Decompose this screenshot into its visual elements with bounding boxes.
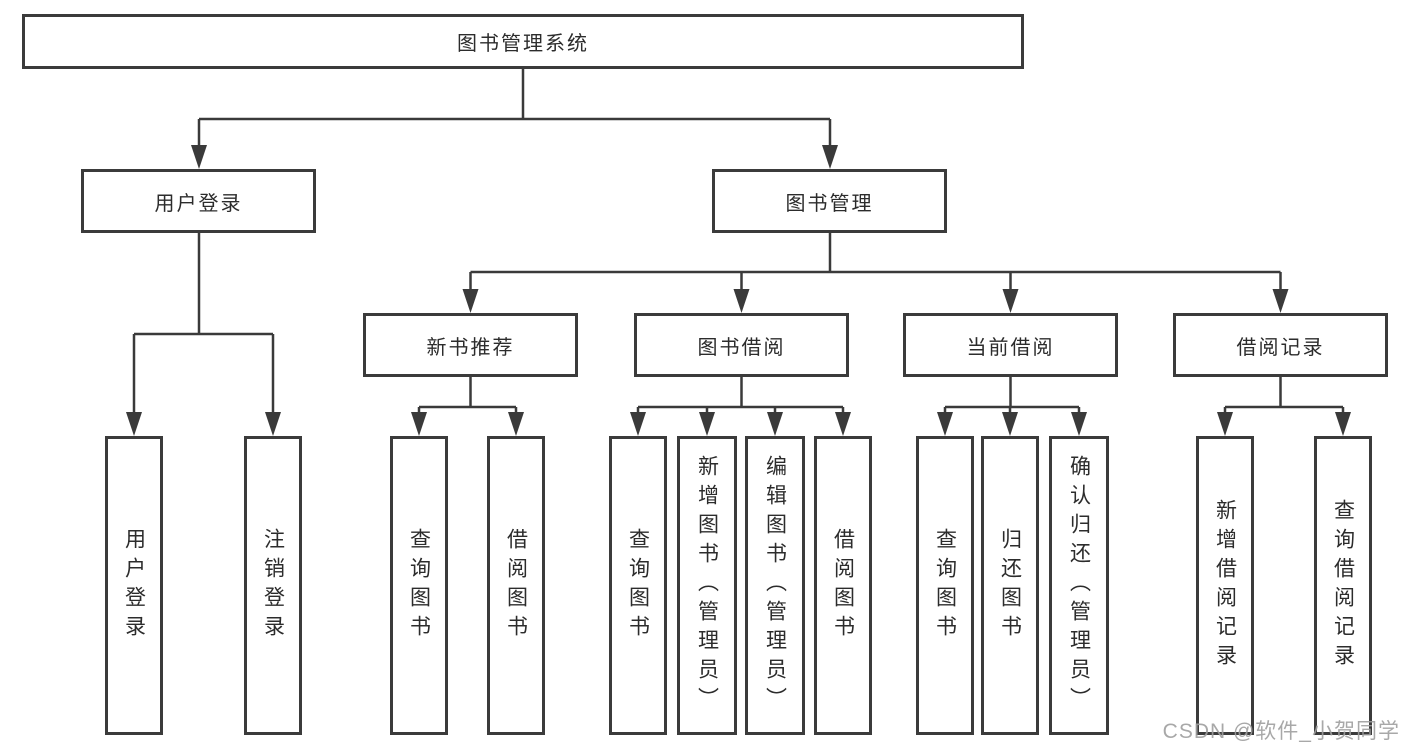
- connector-root-stem: [199, 69, 830, 121]
- leaf-add-borrow-record: 新增借阅记录: [1196, 436, 1254, 735]
- node-user-login: 用户登录: [81, 169, 316, 233]
- leaf-current-query-book-label: 查询图书: [933, 527, 957, 644]
- node-new-book-recommend: 新书推荐: [363, 313, 578, 377]
- node-root-system: 图书管理系统: [22, 14, 1024, 69]
- leaf-add-book-admin-label: 新增图书（管理员）: [695, 455, 719, 716]
- leaf-recommend-query-book: 查询图书: [390, 436, 448, 735]
- leaf-confirm-return-admin: 确认归还（管理员）: [1049, 436, 1109, 735]
- leaf-edit-book-admin: 编辑图书（管理员）: [745, 436, 805, 735]
- leaf-user-login: 用户登录: [105, 436, 163, 735]
- connector-new-book-branch: [419, 377, 516, 409]
- connector-current-borrow-branch: [945, 377, 1079, 409]
- leaf-user-login-label: 用户登录: [122, 527, 146, 644]
- leaf-logout-label: 注销登录: [261, 527, 285, 644]
- node-root-system-label: 图书管理系统: [457, 33, 589, 55]
- node-book-borrow: 图书借阅: [634, 313, 849, 377]
- node-new-book-recommend-label: 新书推荐: [426, 336, 515, 359]
- leaf-return-book-label: 归还图书: [998, 527, 1022, 644]
- leaf-add-borrow-record-label: 新增借阅记录: [1213, 498, 1237, 673]
- node-borrow-record: 借阅记录: [1173, 313, 1388, 377]
- node-current-borrow-label: 当前借阅: [966, 336, 1055, 359]
- leaf-borrow-book: 借阅图书: [814, 436, 872, 735]
- leaf-recommend-borrow-book: 借阅图书: [487, 436, 545, 735]
- node-borrow-record-label: 借阅记录: [1236, 336, 1325, 359]
- leaf-query-borrow-record-label: 查询借阅记录: [1331, 498, 1355, 673]
- leaf-borrow-query-book-label: 查询图书: [626, 527, 650, 644]
- node-current-borrow: 当前借阅: [903, 313, 1118, 377]
- connector-borrow-record-branch: [1225, 377, 1343, 409]
- node-book-management: 图书管理: [712, 169, 947, 233]
- leaf-logout: 注销登录: [244, 436, 302, 735]
- connector-user-login-branch: [134, 233, 273, 336]
- node-book-management-label: 图书管理: [785, 192, 874, 215]
- node-book-borrow-label: 图书借阅: [697, 336, 786, 359]
- leaf-add-book-admin: 新增图书（管理员）: [677, 436, 737, 735]
- leaf-return-book: 归还图书: [981, 436, 1039, 735]
- leaf-borrow-book-label: 借阅图书: [831, 527, 855, 644]
- csdn-watermark: CSDN @软件_小贺同学: [1162, 720, 1400, 743]
- leaf-borrow-query-book: 查询图书: [609, 436, 667, 735]
- node-user-login-label: 用户登录: [154, 192, 243, 215]
- connector-book-borrow-branch: [638, 377, 843, 409]
- leaf-query-borrow-record: 查询借阅记录: [1314, 436, 1372, 735]
- leaf-recommend-borrow-book-label: 借阅图书: [504, 527, 528, 644]
- leaf-current-query-book: 查询图书: [916, 436, 974, 735]
- leaf-edit-book-admin-label: 编辑图书（管理员）: [763, 455, 787, 716]
- leaf-confirm-return-admin-label: 确认归还（管理员）: [1067, 455, 1091, 716]
- leaf-recommend-query-book-label: 查询图书: [407, 527, 431, 644]
- connector-book-mgmt-branch: [470, 233, 1281, 274]
